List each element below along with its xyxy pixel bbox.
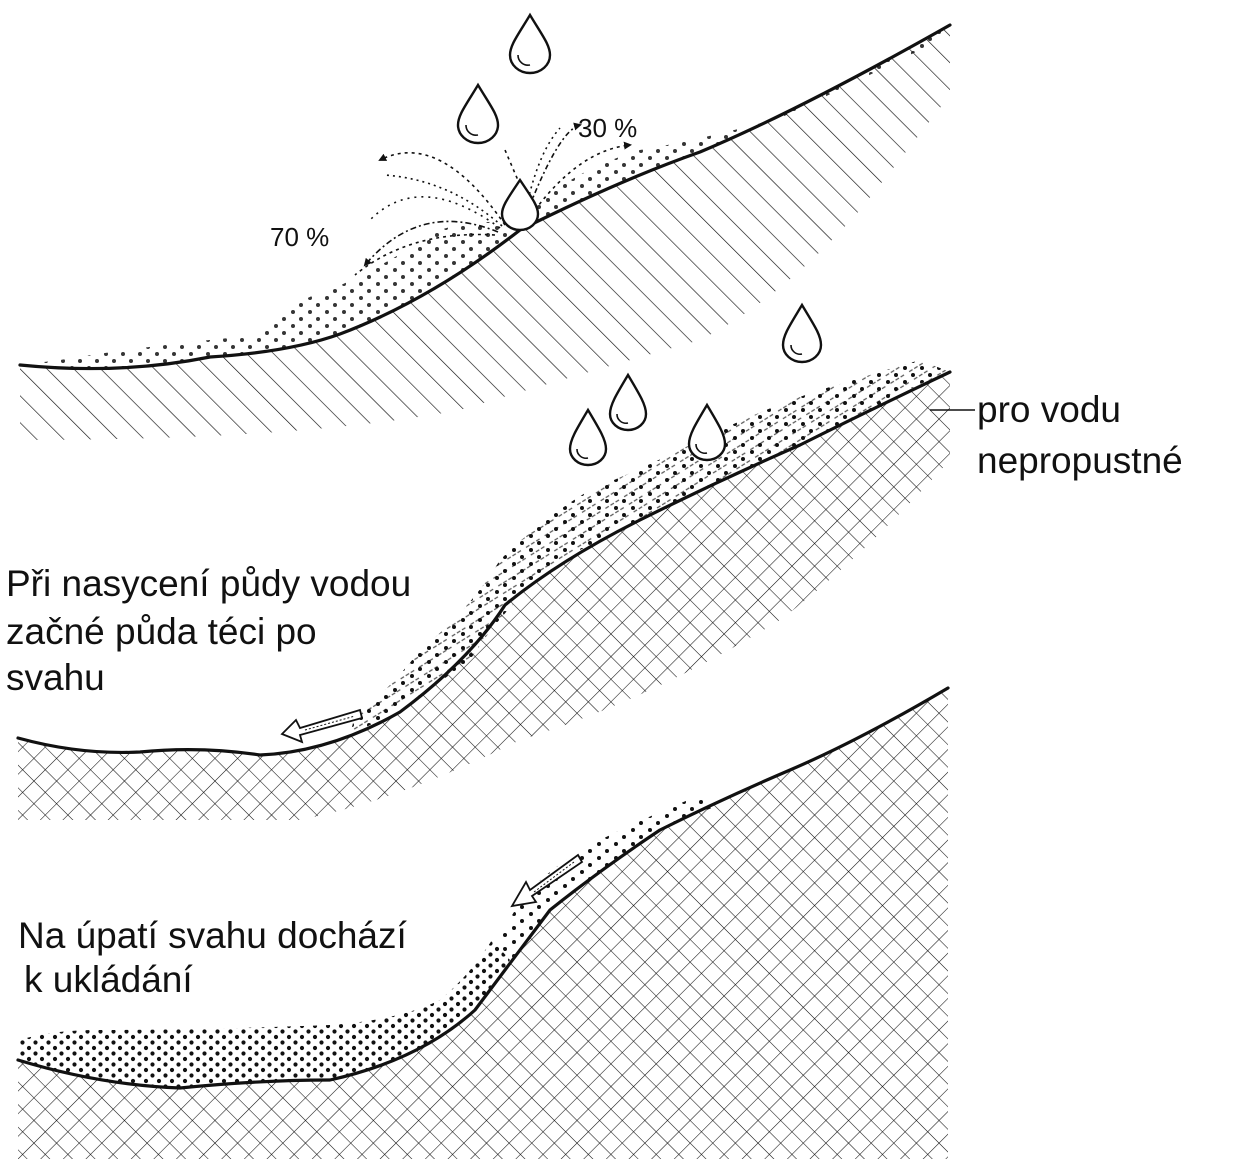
label-splash-left: 70 % [270, 222, 329, 252]
raindrop-icon [689, 405, 725, 460]
label-deposition-1: Na úpatí svahu dochází [18, 915, 407, 956]
label-impermeable-2: nepropustné [977, 440, 1183, 481]
label-saturation-3: svahu [6, 657, 105, 698]
label-splash-right: 30 % [578, 113, 637, 143]
label-deposition-2: k ukládání [24, 959, 193, 1000]
raindrop-icon [510, 15, 550, 73]
raindrop-icon [458, 85, 498, 143]
panel-splash-erosion: 70 % 30 % [20, 15, 950, 440]
raindrop-icon [502, 180, 538, 230]
raindrop-icon [783, 305, 821, 362]
raindrop-icon [610, 375, 646, 430]
label-impermeable-1: pro vodu [977, 389, 1121, 430]
raindrop-icon [570, 410, 606, 465]
label-saturation-1: Při nasycení půdy vodou [6, 563, 411, 604]
label-saturation-2: začné půda téci po [6, 611, 317, 652]
